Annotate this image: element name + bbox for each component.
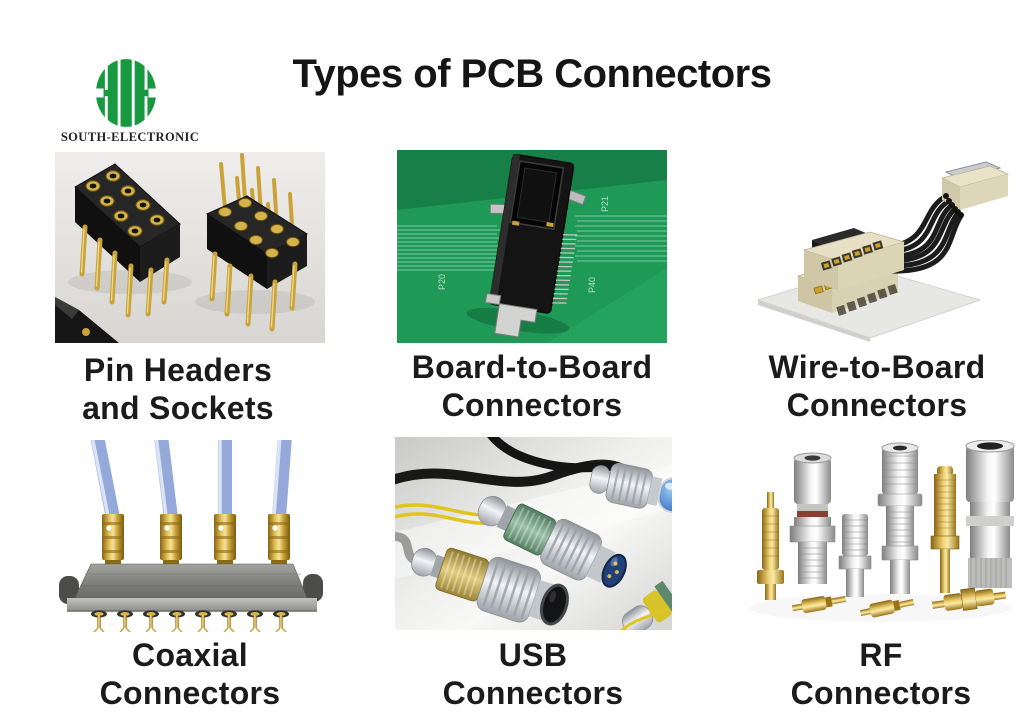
rf-illustration bbox=[740, 440, 1023, 630]
board-to-board-connector-photo: P21 P40 P20 bbox=[397, 150, 667, 343]
coaxial-connectors-photo bbox=[55, 440, 327, 632]
south-electronic-logo-icon bbox=[94, 57, 158, 129]
rf-label: RF Connectors bbox=[790, 637, 972, 711]
pin-headers-illustration bbox=[55, 152, 325, 343]
silkscreen-p21: P21 bbox=[600, 196, 610, 212]
brand-name: SOUTH-ELECTRONIC bbox=[60, 130, 200, 144]
usb-illustration bbox=[395, 437, 672, 630]
pin-headers-and-sockets-photo bbox=[55, 152, 325, 343]
page-title: Types of PCB Connectors bbox=[292, 52, 772, 96]
coaxial-illustration bbox=[55, 440, 327, 632]
usb-connectors-photo bbox=[395, 437, 672, 630]
wire-to-board-label: Wire-to-Board Connectors bbox=[768, 349, 986, 423]
silkscreen-p40: P40 bbox=[587, 277, 597, 293]
board-to-board-illustration: P21 P40 P20 bbox=[397, 150, 667, 343]
pin-headers-label: Pin Headers and Sockets bbox=[82, 352, 274, 426]
silkscreen-p20: P20 bbox=[437, 274, 447, 290]
usb-label: USB Connectors bbox=[442, 637, 624, 711]
wire-to-board-illustration bbox=[746, 150, 1024, 342]
rf-connectors-photo bbox=[740, 440, 1023, 630]
board-to-board-label: Board-to-Board Connectors bbox=[411, 349, 653, 423]
wire-to-board-connector-photo bbox=[746, 150, 1024, 342]
coaxial-label: Coaxial Connectors bbox=[99, 637, 281, 711]
